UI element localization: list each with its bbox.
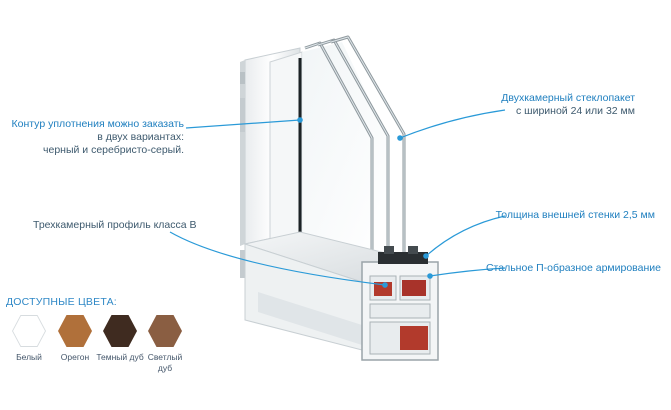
- dot-profile: [382, 282, 388, 288]
- callout-reinforce: Стальное П-образное армирование: [486, 262, 661, 275]
- dot-seal: [297, 117, 303, 123]
- callout-wall: Толщина внешней стенки 2,5 мм: [496, 209, 655, 222]
- colors-title: ДОСТУПНЫЕ ЦВЕТА:: [6, 296, 117, 308]
- callout-lines: [169, 109, 506, 286]
- line-seal: [185, 119, 301, 129]
- dot-wall: [423, 253, 429, 259]
- line-profile: [169, 231, 386, 286]
- callout-profile: Трехкамерный профиль класса В: [33, 219, 197, 231]
- swatch-light-oak-label: Светлый дуб: [147, 352, 183, 373]
- sash-frame: [269, 51, 303, 251]
- callout-wall-text: Толщина внешней стенки 2,5 мм: [495, 209, 655, 221]
- callout-glass: Двухкамерный стеклопакет с шириной 24 ил…: [501, 92, 635, 118]
- line-reinforce: [429, 267, 506, 277]
- dot-reinforce: [427, 273, 433, 279]
- swatch-white-label: Белый: [16, 352, 42, 362]
- line-glass: [399, 109, 506, 139]
- callout-reinforce-text: Стальное П-образное армирование: [485, 262, 661, 274]
- profile-cross-section: [361, 246, 439, 361]
- swatch-oregon-label: Орегон: [60, 352, 90, 362]
- callout-seal-line2: в двух вариантах:: [97, 131, 184, 143]
- callout-seal-line3: черный и серебристо-серый.: [43, 144, 184, 156]
- callout-seal: Контур уплотнения можно заказать в двух …: [12, 118, 185, 157]
- callout-glass-line2: с шириной 24 или 32 мм: [516, 105, 635, 117]
- callout-dots: [297, 117, 433, 288]
- line-wall: [425, 215, 506, 257]
- callout-glass-line1: Двухкамерный стеклопакет: [501, 92, 635, 104]
- callout-seal-line1: Контур уплотнения можно заказать: [11, 118, 185, 130]
- dot-glass: [397, 135, 403, 141]
- glass-unit: [298, 35, 406, 254]
- swatch-dark-oak-label: Темный дуб: [96, 352, 144, 362]
